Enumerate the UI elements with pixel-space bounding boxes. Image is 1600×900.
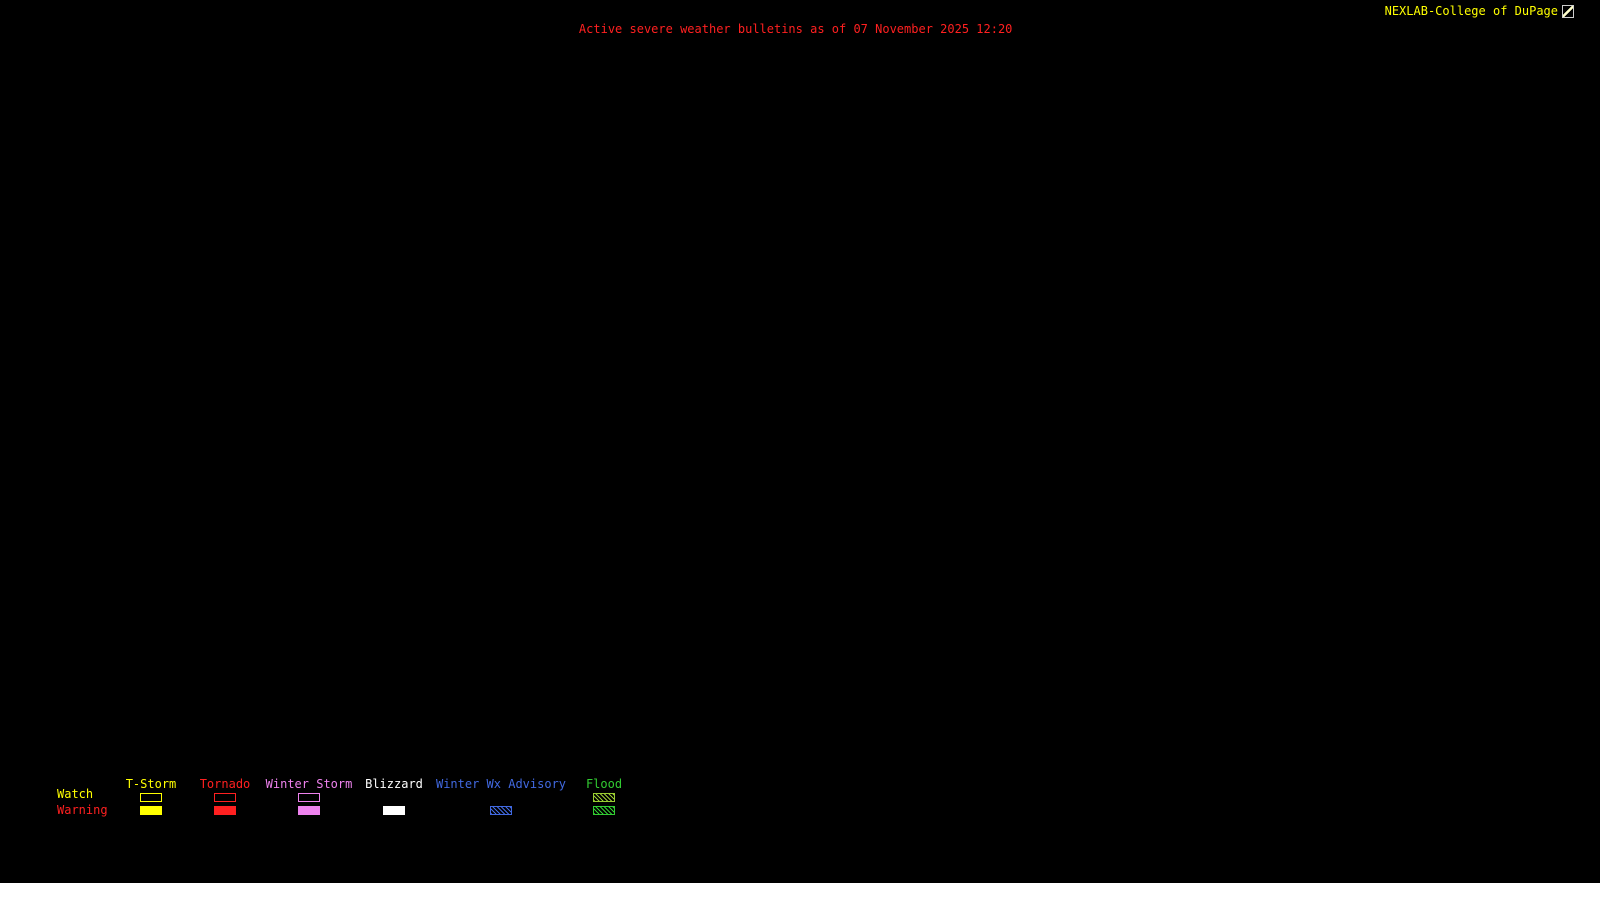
branding: NEXLAB-College of DuPage <box>1385 4 1574 18</box>
legend-watch-row-label: Watch <box>57 787 94 801</box>
tstorm-warning-swatch <box>140 806 162 815</box>
legend-label-winter-storm: Winter Storm <box>265 777 353 791</box>
legend-label-flood: Flood <box>585 777 623 791</box>
winter-storm-warning-swatch <box>298 806 320 815</box>
legend-column-tornado: Tornado <box>185 777 265 817</box>
legend-warning-row-label: Warning <box>57 803 108 817</box>
flood-warning-swatch <box>593 806 615 815</box>
branding-text: NEXLAB-College of DuPage <box>1384 4 1558 18</box>
cod-logo-icon <box>1562 4 1574 18</box>
legend-label-tornado: Tornado <box>199 777 251 791</box>
legend-column-flood: Flood <box>569 777 639 817</box>
winter-storm-watch-swatch <box>298 793 320 802</box>
bottom-bar <box>0 883 1600 900</box>
bulletin-title: Active severe weather bulletins as of 07… <box>578 22 1013 36</box>
blizzard-warning-swatch <box>383 806 405 815</box>
winter-wx-advisory-swatch <box>490 806 512 815</box>
legend-column-tstorm: T-Storm <box>111 777 191 817</box>
tornado-warning-swatch <box>214 806 236 815</box>
tstorm-watch-swatch <box>140 793 162 802</box>
flood-watch-swatch <box>593 793 615 802</box>
tornado-watch-swatch <box>214 793 236 802</box>
legend-column-winter-storm: Winter Storm <box>254 777 364 817</box>
legend-label-winter-wx-advisory: Winter Wx Advisory <box>435 777 567 791</box>
legend-label-blizzard: Blizzard <box>365 777 423 791</box>
legend-column-blizzard: Blizzard <box>354 777 434 817</box>
legend-label-tstorm: T-Storm <box>125 777 177 791</box>
legend-column-winter-wx-advisory: Winter Wx Advisory <box>426 777 576 817</box>
